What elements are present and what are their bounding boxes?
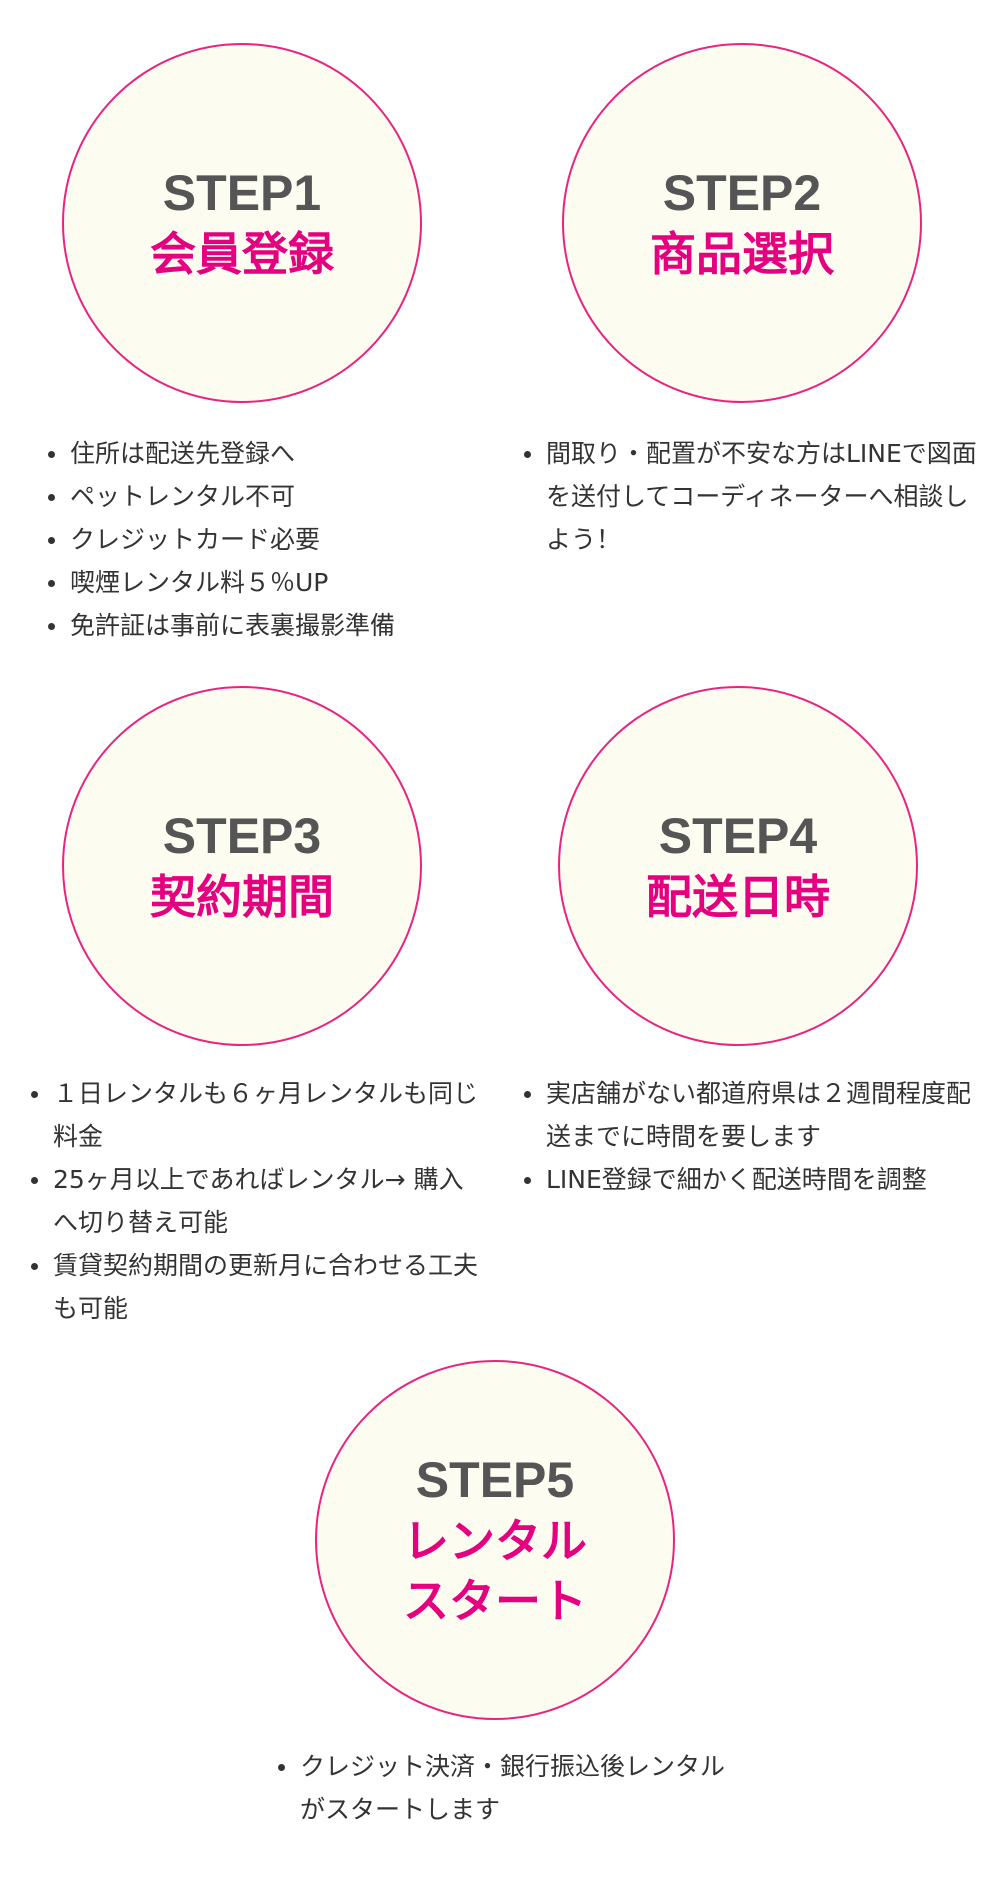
step5-label: STEP5 bbox=[415, 1452, 575, 1508]
list-item: 間取り・配置が不安な方はLINEで図面を送付してコーディネーターへ相談しよう！ bbox=[524, 432, 984, 561]
list-item: クレジットカード必要 bbox=[48, 518, 468, 561]
list-item: 25ヶ月以上であればレンタル→ 購入へ切り替え可能 bbox=[31, 1158, 481, 1244]
step1-notes: 住所は配送先登録へ ペットレンタル不可 クレジットカード必要 喫煙レンタル料５％… bbox=[48, 432, 468, 647]
step2-notes: 間取り・配置が不安な方はLINEで図面を送付してコーディネーターへ相談しよう！ bbox=[524, 432, 984, 561]
list-item: 喫煙レンタル料５％UP bbox=[48, 561, 468, 604]
step5-circle: STEP5 レンタルスタート bbox=[315, 1360, 675, 1720]
step3-title: 契約期間 bbox=[150, 870, 334, 924]
list-item: １日レンタルも６ヶ月レンタルも同じ料金 bbox=[31, 1072, 481, 1158]
step1-title: 会員登録 bbox=[150, 227, 334, 281]
step3-label: STEP3 bbox=[162, 808, 322, 864]
list-item: 実店舗がない都道府県は２週間程度配送までに時間を要します bbox=[524, 1072, 984, 1158]
list-item: LINE登録で細かく配送時間を調整 bbox=[524, 1158, 984, 1201]
list-item: 住所は配送先登録へ bbox=[48, 432, 468, 475]
list-item: クレジット決済・銀行振込後レンタルがスタートします bbox=[278, 1745, 728, 1831]
step5-notes: クレジット決済・銀行振込後レンタルがスタートします bbox=[278, 1745, 728, 1831]
step2-label: STEP2 bbox=[662, 165, 822, 221]
list-item: 免許証は事前に表裏撮影準備 bbox=[48, 604, 468, 647]
list-item: 賃貸契約期間の更新月に合わせる工夫も可能 bbox=[31, 1244, 481, 1330]
step4-circle: STEP4 配送日時 bbox=[558, 686, 918, 1046]
step4-notes: 実店舗がない都道府県は２週間程度配送までに時間を要します LINE登録で細かく配… bbox=[524, 1072, 984, 1201]
step3-circle: STEP3 契約期間 bbox=[62, 686, 422, 1046]
step5-title: レンタルスタート bbox=[403, 1514, 587, 1628]
step4-label: STEP4 bbox=[658, 808, 818, 864]
step1-circle: STEP1 会員登録 bbox=[62, 43, 422, 403]
step4-title: 配送日時 bbox=[646, 870, 830, 924]
step3-notes: １日レンタルも６ヶ月レンタルも同じ料金 25ヶ月以上であればレンタル→ 購入へ切… bbox=[31, 1072, 481, 1330]
step1-label: STEP1 bbox=[162, 165, 322, 221]
step2-title: 商品選択 bbox=[650, 227, 834, 281]
step2-circle: STEP2 商品選択 bbox=[562, 43, 922, 403]
list-item: ペットレンタル不可 bbox=[48, 475, 468, 518]
